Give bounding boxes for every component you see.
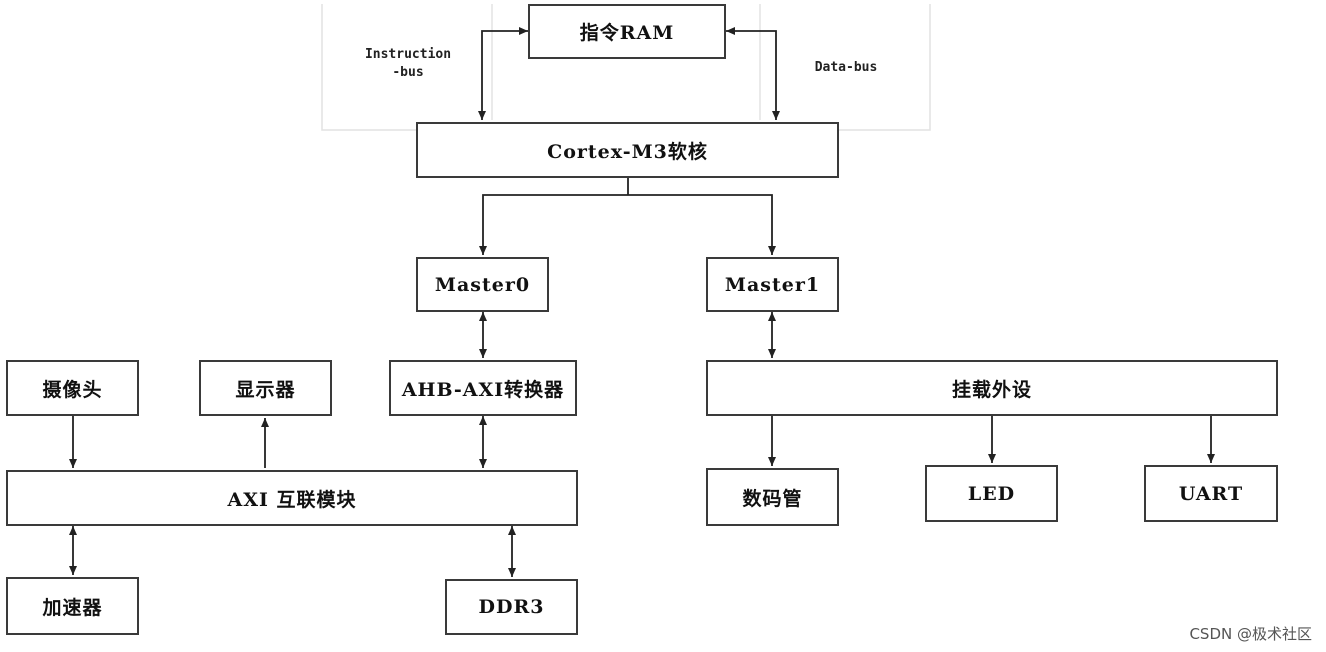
master0-box: Master0 [416,257,549,312]
instruction-ram-box: 指令RAM [528,4,726,59]
seven-segment-box: 数码管 [706,468,839,526]
instruction-bus-label: Instruction -bus [356,46,460,82]
display-box: 显示器 [199,360,332,416]
cortex-m3-core-box: Cortex-M3软核 [416,122,839,178]
csdn-watermark: CSDN @极术社区 [1189,625,1312,643]
peripherals-box: 挂载外设 [706,360,1278,416]
cpu-to-master1-arrow [628,194,776,255]
accelerator-box: 加速器 [6,577,139,635]
data-bus-arrow [726,27,780,120]
led-box: LED [925,465,1058,522]
instruction-bus-label-line2: -bus [392,65,424,80]
ddr3-box: DDR3 [445,579,578,635]
axi-interconnect-box: AXI 互联模块 [6,470,578,526]
uart-box: UART [1144,465,1278,522]
ahb-axi-bridge-box: AHB-AXI转换器 [389,360,577,416]
camera-box: 摄像头 [6,360,139,416]
master1-box: Master1 [706,257,839,312]
data-bus-label: Data-bus [814,60,878,75]
cpu-to-master0-arrow [479,194,628,255]
instruction-bus-arrow [478,27,528,120]
instruction-bus-label-line1: Instruction [364,47,452,62]
